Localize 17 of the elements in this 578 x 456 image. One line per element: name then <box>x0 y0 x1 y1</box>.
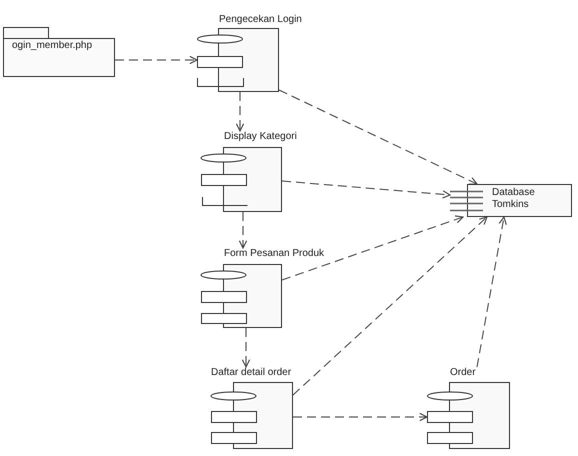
dependency-arrow <box>292 412 428 422</box>
dependency-arrow <box>278 90 478 185</box>
dependency-arrow <box>114 56 198 64</box>
component-name: Order <box>450 367 476 379</box>
component-name: Daftar detail order <box>211 367 292 379</box>
dependency-arrow <box>238 212 248 249</box>
dependency-arrow <box>282 215 464 280</box>
component-name: Pengecekan Login <box>219 14 302 26</box>
component-name: Form Pesanan Produk <box>224 248 324 260</box>
component-name: Display Kategori <box>224 131 297 143</box>
dependency-arrow <box>236 92 244 132</box>
file-name: ogin_member.php <box>12 40 92 52</box>
component-name: Database Tomkins <box>492 187 536 211</box>
dependency-arrow <box>242 328 250 368</box>
dependency-arrow <box>476 216 507 368</box>
dependency-arrow <box>292 216 488 396</box>
dependency-arrow <box>282 180 451 199</box>
